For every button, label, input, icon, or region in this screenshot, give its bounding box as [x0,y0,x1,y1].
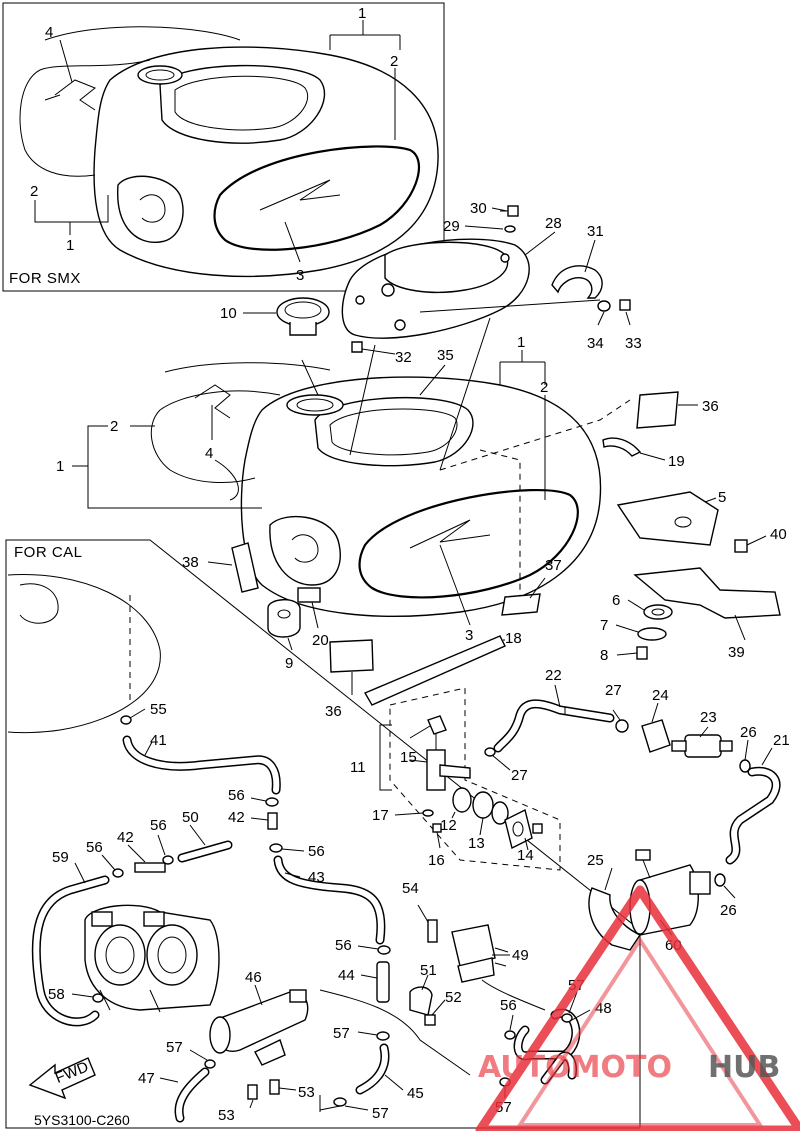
callout-8: 8 [600,647,608,664]
callout-25: 25 [587,852,604,869]
callout-37: 37 [545,557,562,574]
callout-9: 9 [285,655,293,672]
callout-57: 57 [166,1039,183,1056]
cal-emission-parts: 55 41 56 42 56 50 42 56 56 59 [31,701,612,1124]
callout-42: 42 [228,809,245,826]
callout-59: 59 [52,849,69,866]
smx-inset: FOR SMX 1 2 4 2 1 3 [2,2,445,292]
damper-parts: 38 20 9 18 36 [182,542,522,720]
callout-39: 39 [728,644,745,661]
cal-inset: FOR CAL [5,539,641,1129]
callout-17: 17 [372,807,389,824]
watermark-prefix: AUTOMOTO [478,1050,672,1085]
callout-35: 35 [437,347,454,364]
callout-1: 1 [358,5,366,22]
callout-23: 23 [700,709,717,726]
callout-13: 13 [468,835,485,852]
callout-4: 4 [205,445,213,462]
callout-49: 49 [512,947,529,964]
smx-box-label: FOR SMX [9,270,81,287]
fuel-cock-assembly: 22 27 24 23 26 21 15 11 27 17 12 13 14 1… [350,667,790,871]
callout-56: 56 [308,843,325,860]
callout-2: 2 [30,183,38,200]
callout-26: 26 [740,724,757,741]
callout-55: 55 [150,701,167,718]
callout-18: 18 [505,630,522,647]
callout-56: 56 [150,817,167,834]
callout-51: 51 [420,962,437,979]
callout-19: 19 [668,453,685,470]
side-cover-parts: 36 19 5 40 37 6 7 8 39 [501,391,787,664]
callout-27: 27 [605,682,622,699]
watermark-suffix: HUB [708,1050,780,1085]
callout-1: 1 [66,237,74,254]
callout-11: 11 [350,759,366,776]
callout-22: 22 [545,667,562,684]
callout-56: 56 [228,787,245,804]
callout-1: 1 [56,458,64,475]
watermark-logo: AUTOMOTO HUB [475,885,800,1131]
cal-box-label: FOR CAL [14,544,83,561]
callout-1: 1 [517,334,525,351]
callout-38: 38 [182,554,199,571]
callout-7: 7 [600,617,608,634]
callout-44: 44 [338,967,355,984]
callout-53: 53 [218,1107,235,1124]
fwd-arrow: FWD [28,1057,96,1100]
main-fuel-tank: 1 2 35 2 1 4 3 [56,317,631,644]
tank-cover-assembly: 30 29 28 31 10 32 34 33 [220,200,642,366]
callout-16: 16 [428,852,445,869]
callout-14: 14 [517,847,534,864]
callout-57: 57 [372,1105,389,1122]
callout-50: 50 [182,809,199,826]
callout-10: 10 [220,305,237,322]
callout-12: 12 [440,817,457,834]
callout-54: 54 [402,880,419,897]
callout-4: 4 [45,24,53,41]
callout-3: 3 [465,627,473,644]
callout-57: 57 [333,1025,350,1042]
callout-43: 43 [308,869,325,886]
callout-2: 2 [110,418,118,435]
callout-56: 56 [500,997,517,1014]
callout-56: 56 [335,937,352,954]
callout-53: 53 [298,1084,315,1101]
callout-24: 24 [652,687,669,704]
callout-33: 33 [625,335,642,352]
callout-30: 30 [470,200,487,217]
callout-20: 20 [312,632,329,649]
callout-26: 26 [720,902,737,919]
callout-42: 42 [117,829,134,846]
part-code: 5YS3100-C260 [34,1112,130,1128]
callout-28: 28 [545,215,562,232]
callout-32: 32 [395,349,412,366]
callout-56: 56 [86,839,103,856]
callout-21: 21 [773,732,790,749]
callout-34: 34 [587,335,604,352]
callout-29: 29 [443,218,460,235]
callout-2: 2 [390,53,398,70]
callout-47: 47 [138,1070,155,1087]
callout-45: 45 [407,1085,424,1102]
callout-27: 27 [511,767,528,784]
callout-41: 41 [150,732,167,749]
callout-6: 6 [612,592,620,609]
callout-31: 31 [587,223,604,240]
callout-2: 2 [540,379,548,396]
callout-40: 40 [770,526,787,543]
callout-46: 46 [245,969,262,986]
callout-36: 36 [702,398,719,415]
callout-58: 58 [48,986,65,1003]
callout-36: 36 [325,703,342,720]
callout-52: 52 [445,989,462,1006]
callout-5: 5 [718,489,726,506]
callout-3: 3 [296,267,304,284]
callout-15: 15 [400,749,417,766]
